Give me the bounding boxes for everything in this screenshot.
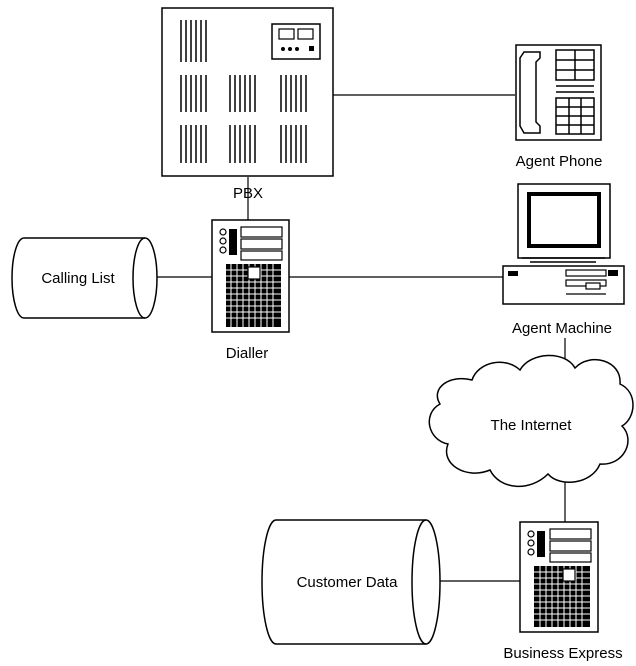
cloud-icon [428, 354, 634, 488]
business-express-label: Business Express [503, 645, 622, 662]
pbx-icon [161, 7, 334, 177]
database-icon-customer-data [261, 519, 441, 645]
dialler-label: Dialler [226, 345, 269, 362]
database-icon-calling-list [11, 237, 158, 319]
business-express-server-icon [519, 521, 599, 633]
customer-data-label: Customer Data [297, 574, 399, 591]
internet-label: The Internet [491, 417, 573, 434]
calling-list-label: Calling List [41, 270, 115, 287]
pbx-label: PBX [233, 185, 263, 202]
agent-machine-label: Agent Machine [512, 320, 612, 337]
desktop-computer-icon [502, 183, 625, 305]
agent-phone-label: Agent Phone [516, 153, 603, 170]
dialler-server-icon [211, 219, 290, 333]
telephone-icon [515, 44, 602, 141]
